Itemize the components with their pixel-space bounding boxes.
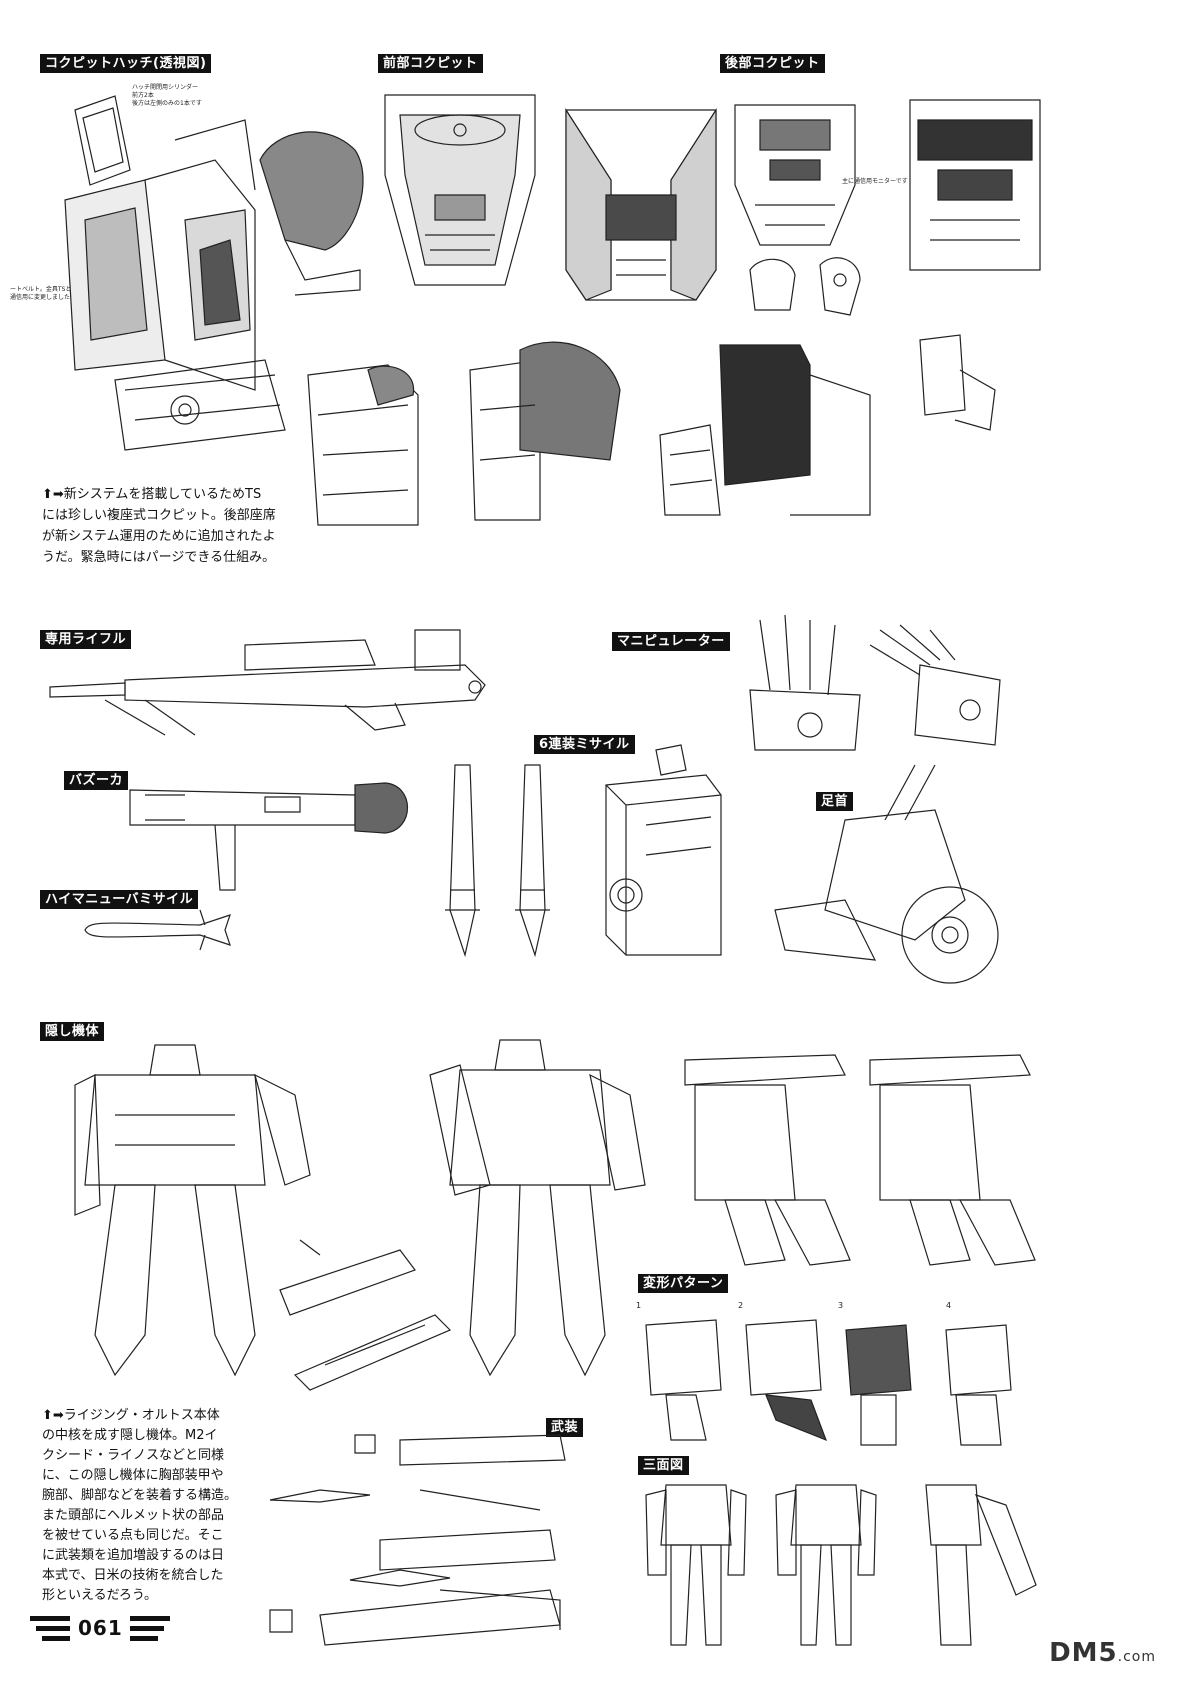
manipulator-illustration-1 <box>740 610 870 760</box>
three-view-illustration <box>636 1475 1046 1655</box>
front-cockpit-illustration-1 <box>375 85 545 295</box>
transform-pattern-illustration <box>636 1310 1046 1450</box>
caption-line: ⬆➡新システムを搭載しているためTS <box>42 487 262 502</box>
transform-step-number: 1 <box>636 1301 642 1310</box>
label-bazooka: バズーカ <box>64 771 129 790</box>
hidden-frame-rear-illustration <box>420 1035 650 1395</box>
label-ankle: 足首 <box>816 792 854 811</box>
caption-line: の中核を成す隠し機体。M2イ <box>42 1428 218 1443</box>
label-rifle: 専用ライフル <box>40 630 132 649</box>
cockpit-assembly-1 <box>298 355 448 535</box>
cockpit-seat-illustration <box>900 330 1010 440</box>
label-missile6: 6連装ミサイル <box>534 735 635 754</box>
caption-line: 形といえるだろう。 <box>42 1588 158 1603</box>
seat-parts-illustration <box>740 250 870 330</box>
caption-line: に武装類を追加増設するのは日 <box>42 1548 225 1563</box>
watermark-main: DM5 <box>1049 1638 1118 1668</box>
manipulator-illustration-2 <box>860 625 1010 755</box>
watermark-sub: .com <box>1117 1649 1156 1665</box>
caption-line: 本式で、日米の技術を統合した <box>42 1568 224 1583</box>
ankle-illustration <box>765 760 1005 1000</box>
cockpit-assembly-2 <box>460 330 640 530</box>
hidden-frame-arm-illustration <box>270 1240 420 1330</box>
label-three-view: 三面図 <box>638 1456 689 1475</box>
note-rear: 主に通信用モニターです <box>842 178 908 186</box>
label-manipulator: マニピュレーター <box>612 632 730 651</box>
caption-line: に、この隠し機体に胸部装甲や <box>42 1468 224 1483</box>
watermark-logo: DM5.com <box>1049 1638 1156 1668</box>
label-armament: 武装 <box>546 1418 584 1437</box>
caption-line: また頭部にヘルメット状の部品 <box>42 1508 225 1523</box>
missile-illustration-1 <box>445 760 485 960</box>
caption-line: には珍しい複座式コクピット。後部座席 <box>42 508 276 523</box>
missile-pod-illustration <box>596 745 726 960</box>
hidden-frame-front-illustration <box>55 1035 315 1395</box>
note-line: 前方2本 <box>132 92 154 99</box>
caption-line: を被せている点も同じだ。そこ <box>42 1528 224 1543</box>
bazooka-illustration <box>125 775 420 895</box>
note-line: 通信用に変更しました <box>10 294 71 301</box>
caption-line: が新システム運用のために追加されたよ <box>42 529 276 544</box>
caption-line: うだ。緊急時にはパージできる仕組み。 <box>42 550 276 565</box>
note-line: ートベルト。金具TSと <box>10 286 72 293</box>
label-rear-cockpit: 後部コクピット <box>720 54 825 73</box>
cockpit-assembly-3 <box>650 335 880 525</box>
note-seatbelt: ートベルト。金具TSと 通信用に変更しました <box>10 286 71 302</box>
label-hymanew-missile: ハイマニューバミサイル <box>40 890 199 909</box>
stripes-icon-right <box>130 1616 170 1641</box>
hidden-frame-transform-2 <box>860 1050 1040 1270</box>
rear-cockpit-illustration-1 <box>720 85 870 255</box>
hymanew-missile-illustration <box>80 905 240 955</box>
rear-cockpit-illustration-2 <box>900 90 1050 280</box>
caption-line: ⬆➡ライジング・オルトス本体 <box>42 1408 220 1423</box>
missile-illustration-2 <box>515 760 555 960</box>
page-number: 061 <box>78 1616 123 1640</box>
transform-step-number: 3 <box>838 1301 844 1310</box>
hidden-frame-transform-1 <box>675 1050 855 1270</box>
caption-line: クシード・ライノスなどと同様 <box>42 1448 225 1463</box>
cockpit-hatch-illustration <box>55 90 395 470</box>
label-front-cockpit: 前部コクピット <box>378 54 483 73</box>
note-line: 主に通信用モニターです <box>842 178 908 185</box>
label-cockpit-hatch: コクピットハッチ(透視図) <box>40 54 212 73</box>
hidden-frame-weapon-part <box>285 1305 455 1395</box>
caption-hidden-frame: ⬆➡ライジング・オルトス本体 の中核を成す隠し機体。M2イ クシード・ライノスな… <box>42 1406 237 1606</box>
rifle-illustration <box>45 625 495 745</box>
caption-cockpit: ⬆➡新システムを搭載しているためTS には珍しい複座式コクピット。後部座席 が新… <box>42 484 276 568</box>
page-number-block: 061 <box>30 1610 180 1650</box>
label-hidden-frame: 隠し機体 <box>40 1022 105 1041</box>
transform-step-number: 4 <box>946 1301 952 1310</box>
note-line: ハッチ開閉用シリンダー <box>132 84 199 91</box>
label-transform-pattern: 変形パターン <box>638 1274 729 1293</box>
transform-step-number: 2 <box>738 1301 744 1310</box>
front-cockpit-illustration-2 <box>556 100 726 310</box>
caption-line: 腕部、脚部などを装着する構造。 <box>42 1488 238 1503</box>
note-line: 後方は左側のみの1本です <box>132 100 202 107</box>
stripes-icon-left <box>30 1616 70 1641</box>
note-hatch-cylinder: ハッチ開閉用シリンダー 前方2本 後方は左側のみの1本です <box>132 84 202 108</box>
armament-illustration <box>260 1430 590 1650</box>
